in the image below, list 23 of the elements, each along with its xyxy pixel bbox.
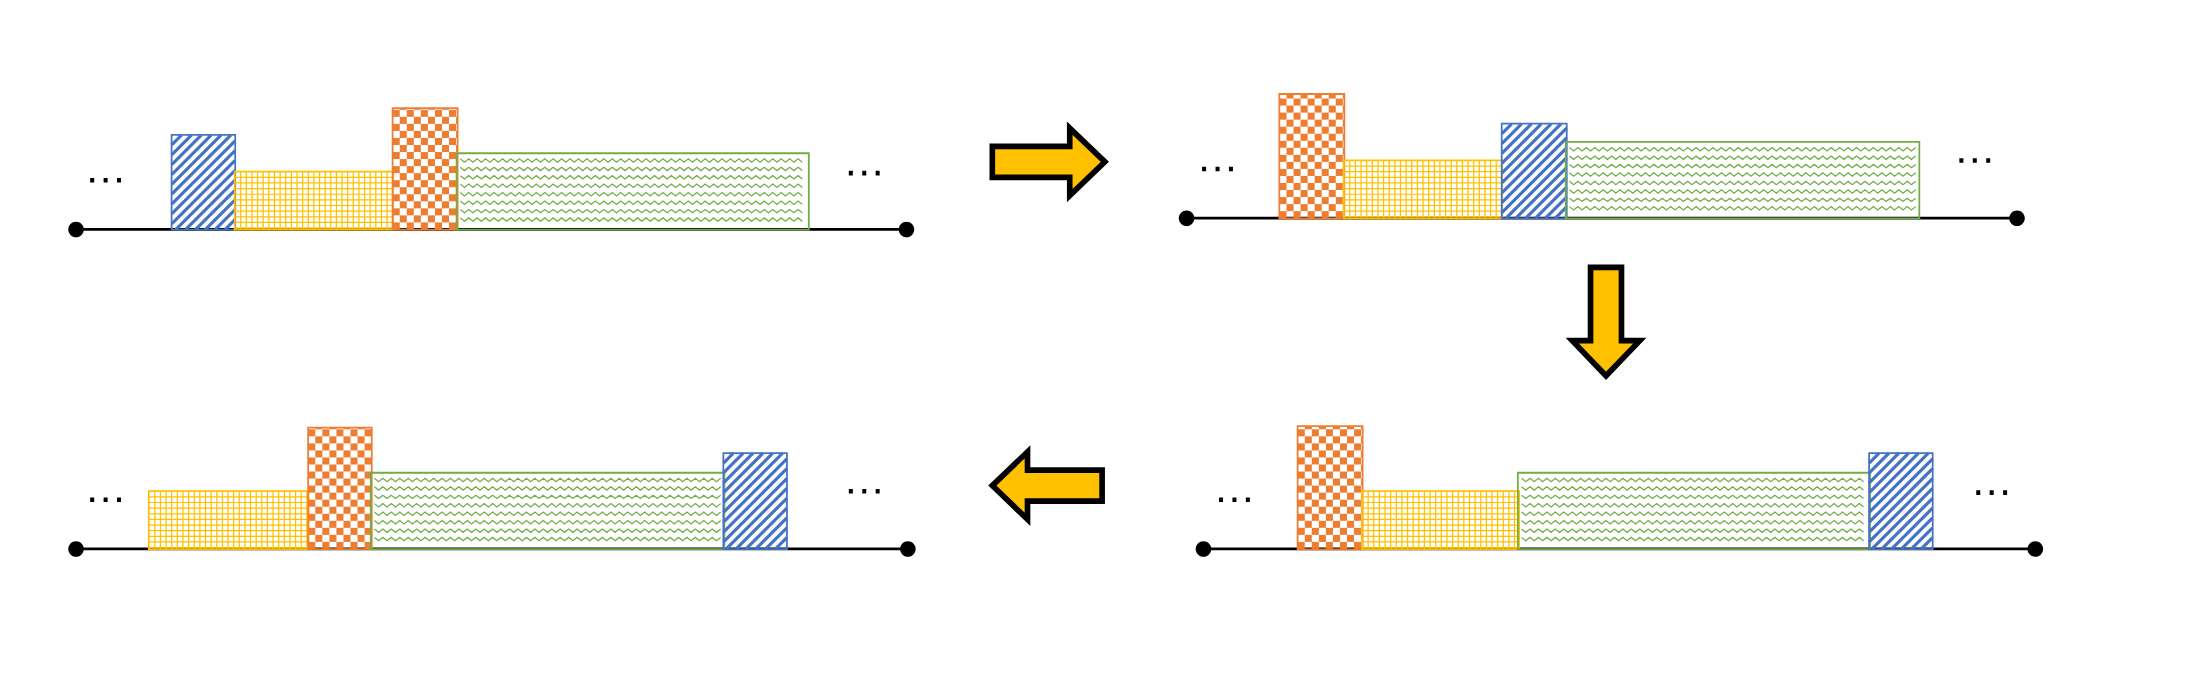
bar xyxy=(391,107,459,231)
ellipsis-text: … xyxy=(90,178,121,183)
bar xyxy=(1500,122,1569,220)
ellipsis-text: … xyxy=(848,489,880,494)
ellipsis-text: … xyxy=(1976,490,2008,496)
ellipsis-text: … xyxy=(848,171,880,176)
block-arrow xyxy=(988,445,1105,527)
bar xyxy=(721,451,789,551)
ellipsis-text: … xyxy=(1202,166,1233,172)
bar xyxy=(1867,451,1935,551)
bar xyxy=(1296,425,1364,551)
ellipsis-text: … xyxy=(1219,497,1250,503)
bar xyxy=(170,133,237,232)
bar xyxy=(1517,472,1871,551)
bar xyxy=(307,426,373,551)
block-arrow xyxy=(989,121,1109,203)
bar xyxy=(455,152,810,231)
ellipsis-text: … xyxy=(90,497,121,503)
bar xyxy=(1564,141,1921,220)
bar xyxy=(1278,93,1346,220)
block-arrow xyxy=(1565,264,1647,381)
bar xyxy=(369,472,726,551)
ellipsis-text: … xyxy=(1959,158,1991,163)
